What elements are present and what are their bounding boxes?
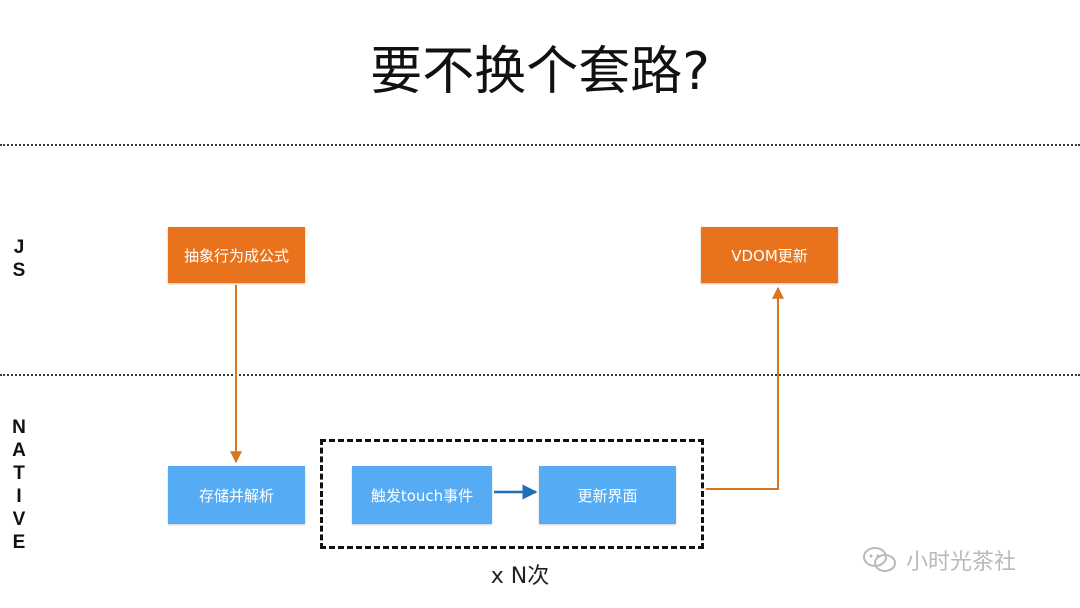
watermark: 小时光茶社 [862,542,1016,578]
native-lane-letter: I [16,486,22,507]
lane-divider [0,374,1080,376]
slide-title: 要不换个套路? [370,42,710,102]
repeat-loop-frame [320,439,704,549]
update-ui-box: 更新界面 [539,466,676,524]
native-lane-letter: T [13,463,25,484]
native-lane-letter: A [12,440,26,461]
js-lane-letter: S [12,260,26,281]
store-parse-box: 存储并解析 [168,466,305,524]
native-lane-letter: E [12,532,26,553]
native-lane-label: N A T I V E [6,416,32,554]
js-lane-label: J S [6,236,32,282]
store-parse-label: 存储并解析 [198,486,274,505]
vdom-update-label: VDOM更新 [731,246,808,265]
watermark-text: 小时光茶社 [906,550,1017,575]
native-lane-letter: N [12,417,26,438]
update-ui-label: 更新界面 [577,486,638,505]
top-divider [0,144,1080,146]
loop-count-label: x N次 [490,564,550,589]
trigger-touch-label: 触发touch事件 [370,486,474,505]
native-lane-letter: V [12,509,26,530]
arrow-loop-to-vdom [706,286,784,490]
abstract-behavior-label: 抽象行为成公式 [183,246,289,265]
vdom-update-box: VDOM更新 [701,227,838,283]
js-lane-letter: J [13,237,25,258]
abstract-behavior-box: 抽象行为成公式 [168,227,305,283]
wechat-icon [862,546,898,574]
trigger-touch-box: 触发touch事件 [352,466,492,524]
